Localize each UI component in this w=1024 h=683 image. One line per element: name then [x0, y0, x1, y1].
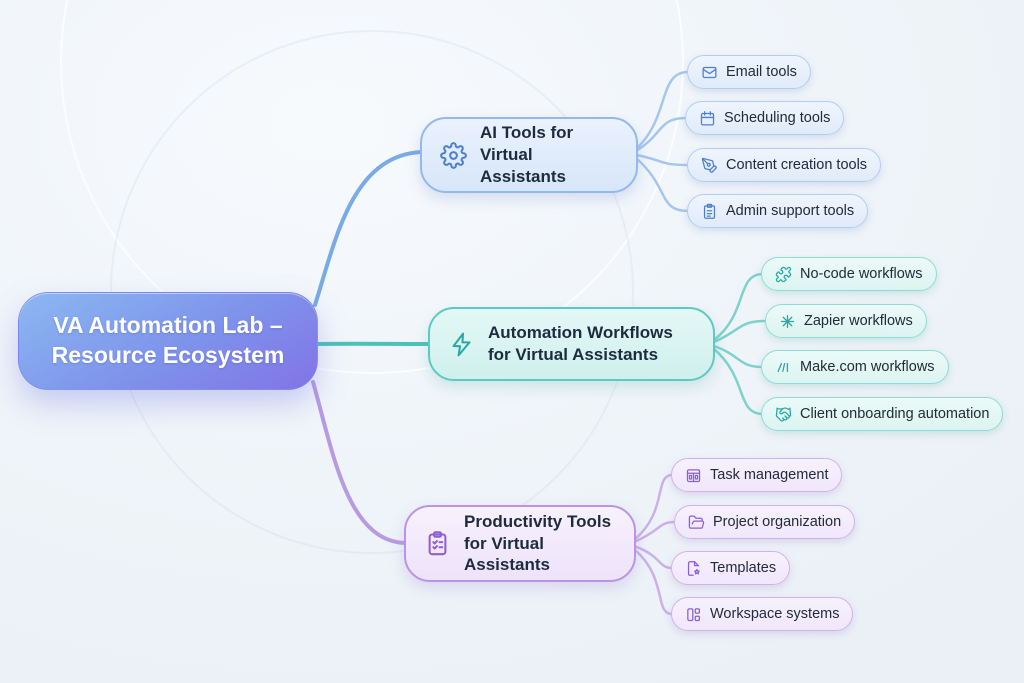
puzzle-icon — [775, 266, 792, 283]
child-label: Task management — [710, 467, 829, 483]
zapier-asterisk-icon — [779, 313, 796, 330]
child-label: Templates — [710, 560, 777, 576]
connector-prod-templates — [632, 544, 674, 570]
branch-label-productivity-tools: Productivity Tools for Virtual Assistant… — [464, 511, 612, 575]
connector-auto-zapier — [712, 319, 768, 344]
branch-node-automation-workflows[interactable]: Automation Workflows for Virtual Assista… — [428, 307, 715, 381]
clipboard-check-icon — [424, 530, 451, 557]
connector-auto-nocode — [712, 272, 765, 342]
child-label: Zapier workflows — [804, 313, 913, 329]
connector-prod-workspace — [632, 547, 674, 616]
child-node-scheduling-tools[interactable]: Scheduling tools — [685, 101, 845, 135]
child-node-client-onboarding-automation[interactable]: Client onboarding automation — [761, 397, 1004, 431]
handshake-icon — [775, 406, 792, 423]
child-label: Admin support tools — [726, 203, 855, 219]
make-logo-icon — [775, 359, 792, 376]
root-label: VA Automation Lab – Resource Ecosystem — [51, 312, 285, 368]
child-node-admin-support-tools[interactable]: Admin support tools — [687, 194, 869, 228]
child-label: Scheduling tools — [724, 110, 831, 126]
child-label: Client onboarding automation — [800, 406, 990, 422]
connector-root-ai — [313, 150, 423, 307]
connector-root-productivity — [311, 380, 407, 545]
child-node-project-organization[interactable]: Project organization — [674, 505, 856, 539]
branch-label-ai-tools: AI Tools for Virtual Assistants — [480, 123, 574, 186]
mail-icon — [701, 64, 718, 81]
layout-icon — [685, 606, 702, 623]
branch-node-ai-tools[interactable]: AI Tools for Virtual Assistants — [420, 117, 638, 193]
child-node-content-creation-tools[interactable]: Content creation tools — [687, 148, 882, 182]
connector-ai-email — [634, 70, 690, 151]
child-label: Workspace systems — [710, 606, 840, 622]
child-node-make-workflows[interactable]: Make.com workflows — [761, 350, 949, 384]
calendar-icon — [699, 110, 716, 127]
child-label: Email tools — [726, 64, 797, 80]
folder-open-icon — [688, 514, 705, 531]
connector-ai-admin — [634, 156, 690, 213]
child-node-task-management[interactable]: Task management — [671, 458, 843, 492]
clipboard-icon — [701, 203, 718, 220]
kanban-icon — [685, 467, 702, 484]
branch-node-productivity-tools[interactable]: Productivity Tools for Virtual Assistant… — [404, 505, 636, 582]
gear-icon — [440, 141, 467, 169]
child-node-email-tools[interactable]: Email tools — [687, 55, 811, 89]
child-node-templates[interactable]: Templates — [671, 551, 791, 585]
branch-label-automation-workflows: Automation Workflows for Virtual Assista… — [488, 323, 673, 364]
child-label: No-code workflows — [800, 266, 923, 282]
lightning-icon — [448, 331, 475, 358]
file-star-icon — [685, 560, 702, 577]
connector-prod-task — [632, 473, 674, 542]
connector-prod-project — [632, 520, 677, 544]
connector-auto-make — [712, 344, 765, 369]
pen-icon — [701, 157, 718, 174]
connector-ai-scheduling — [634, 116, 688, 153]
child-node-zapier-workflows[interactable]: Zapier workflows — [765, 304, 927, 338]
connector-auto-client — [712, 347, 765, 416]
child-node-no-code-workflows[interactable]: No-code workflows — [761, 257, 937, 291]
child-label: Content creation tools — [726, 157, 868, 173]
root-node[interactable]: VA Automation Lab – Resource Ecosystem — [18, 292, 318, 390]
child-label: Project organization — [713, 514, 842, 530]
connector-ai-content — [634, 153, 690, 167]
child-label: Make.com workflows — [800, 359, 935, 375]
child-node-workspace-systems[interactable]: Workspace systems — [671, 597, 854, 631]
